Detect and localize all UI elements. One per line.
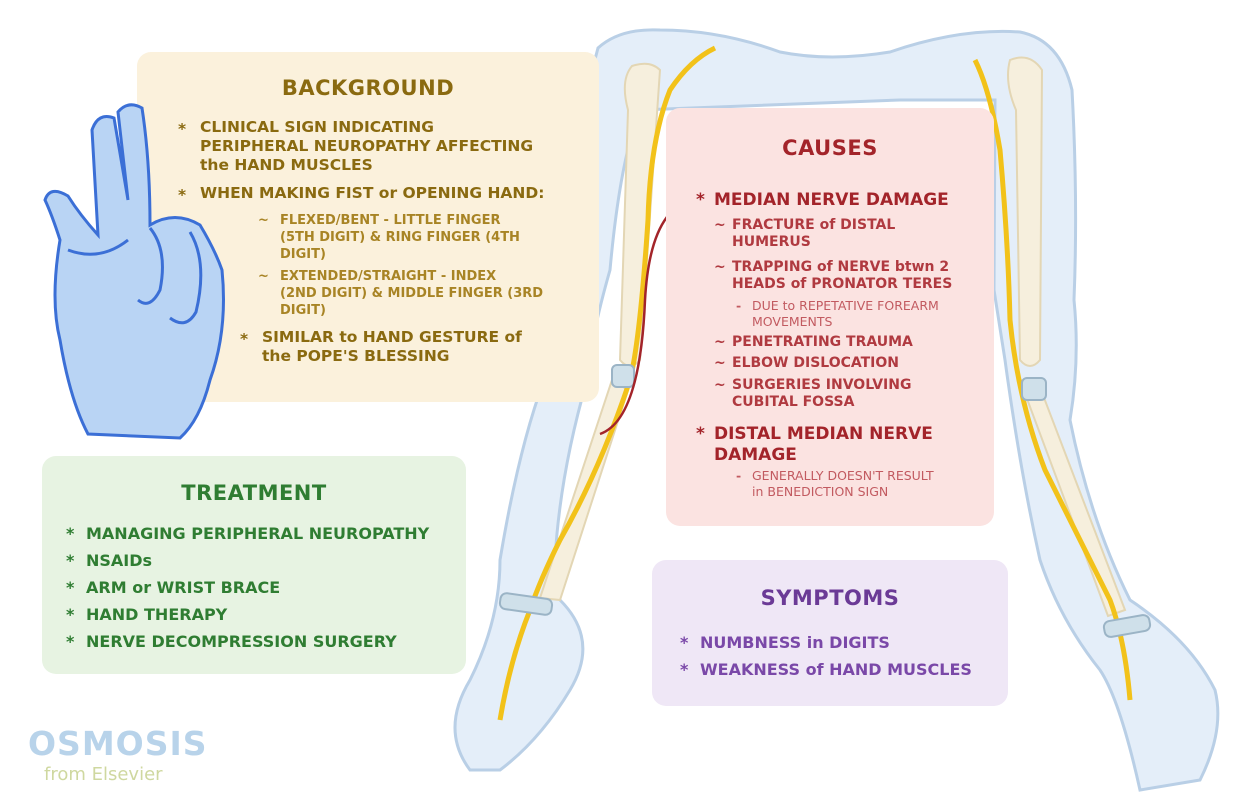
symptom-item: *NUMBNESS in DIGITS — [680, 633, 890, 652]
symptom-item: *WEAKNESS of HAND MUSCLES — [680, 660, 972, 679]
bullet-tilde: ~ — [714, 355, 726, 371]
osmosis-logo: OSMOSIS — [28, 724, 208, 763]
treatment-item: *NERVE DECOMPRESSION SURGERY — [66, 632, 397, 651]
left-elbow-band — [611, 364, 635, 388]
right-elbow-band — [1021, 377, 1047, 401]
causes-title: CAUSES — [782, 136, 878, 160]
right-wrist-band — [1102, 614, 1152, 638]
bullet-star: * — [178, 186, 187, 204]
treatment-item: *ARM or WRIST BRACE — [66, 578, 281, 597]
bullet-dash: - — [736, 298, 742, 313]
treatment-list: *MANAGING PERIPHERAL NEUROPATHY *NSAIDs … — [66, 520, 429, 655]
bullet-tilde: ~ — [714, 259, 726, 275]
bullet-dash: - — [736, 468, 742, 483]
bullet-star: * — [178, 120, 187, 138]
background-title: BACKGROUND — [281, 76, 455, 100]
symptoms-list: *NUMBNESS in DIGITS *WEAKNESS of HAND MU… — [680, 629, 972, 683]
bullet-tilde: ~ — [714, 217, 726, 233]
curled-finger-2 — [169, 231, 203, 325]
thumb-crease — [67, 238, 129, 256]
symptoms-title: SYMPTOMS — [760, 586, 900, 610]
treatment-item: *HAND THERAPY — [66, 605, 228, 624]
bullet-star: * — [240, 330, 249, 348]
treatment-panel — [42, 456, 466, 674]
symptoms-panel — [652, 560, 1008, 706]
cause-penetrating-trauma: PENETRATING TRAUMA — [732, 334, 913, 350]
bullet-tilde: ~ — [714, 334, 726, 350]
background-subpoint-2: EXTENDED/STRAIGHT - INDEX(2ND DIGIT) & M… — [280, 269, 544, 318]
cause-median-nerve-damage: MEDIAN NERVE DAMAGE — [714, 190, 949, 210]
bullet-tilde: ~ — [714, 377, 726, 393]
curled-finger-1 — [137, 227, 164, 305]
bullet-tilde: ~ — [258, 269, 269, 284]
treatment-item: *NSAIDs — [66, 551, 153, 570]
treatment-title: TREATMENT — [181, 481, 327, 505]
background-subpoint-1: FLEXED/BENT - LITTLE FINGER(5TH DIGIT) &… — [280, 213, 520, 262]
osmosis-logo-subtitle: from Elsevier — [44, 764, 163, 785]
cause-elbow-dislocation: ELBOW DISLOCATION — [732, 355, 900, 371]
left-wrist-band — [498, 592, 554, 616]
bullet-star: * — [696, 424, 705, 444]
bullet-star: * — [696, 190, 705, 210]
background-point-2: WHEN MAKING FIST or OPENING HAND: — [200, 184, 545, 202]
hand-shape — [43, 103, 225, 440]
right-humerus-bone — [1007, 56, 1044, 367]
treatment-item: *MANAGING PERIPHERAL NEUROPATHY — [66, 524, 430, 543]
bullet-tilde: ~ — [258, 213, 269, 228]
causes-panel — [666, 108, 994, 526]
